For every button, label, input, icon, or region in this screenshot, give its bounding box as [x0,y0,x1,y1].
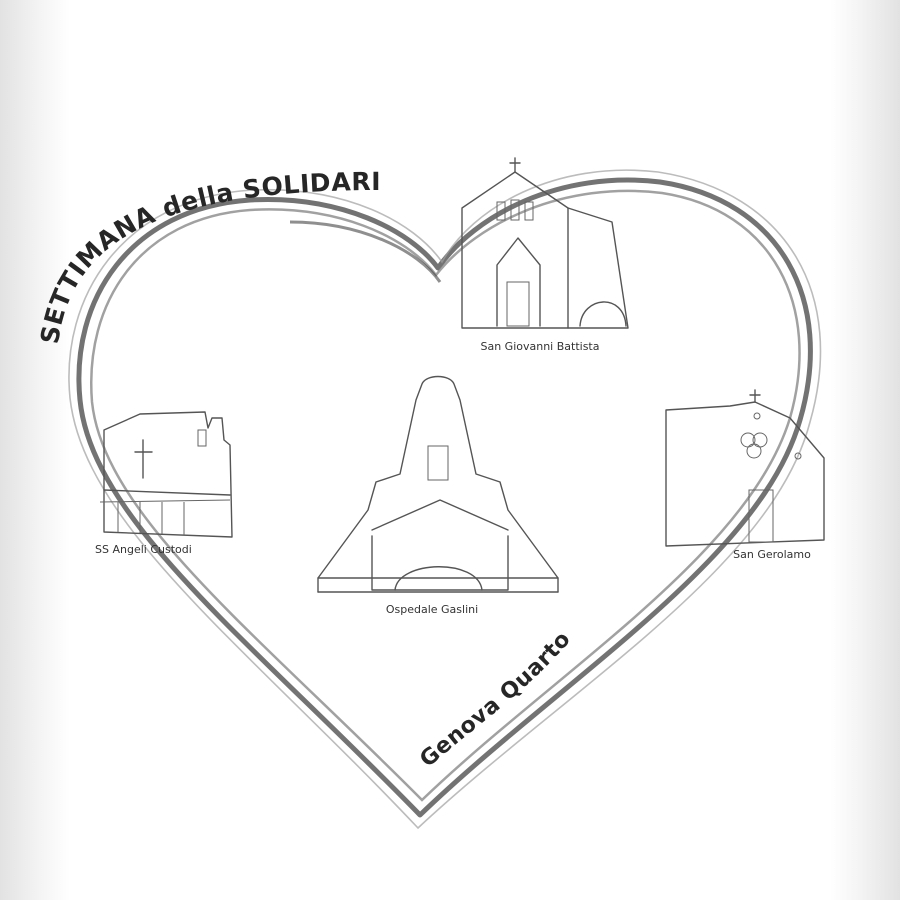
place-label-ospedale-gaslini: Ospedale Gaslini [386,603,478,616]
church-san-giovanni-battista-drawing [461,157,629,329]
building-ospedale-gaslini-drawing [317,375,559,593]
poster-title: SETTIMANA della SOLIDARIETA' [0,0,381,346]
church-san-gerolamo-drawing [665,389,825,547]
heart-outline [68,169,822,830]
place-label-san-giovanni-battista: San Giovanni Battista [480,340,599,353]
place-label-san-gerolamo: San Gerolamo [733,548,811,561]
church-ss-angeli-custodi-drawing [99,411,233,538]
place-label-ss-angeli-custodi: SS Angeli Custodi [95,543,192,556]
